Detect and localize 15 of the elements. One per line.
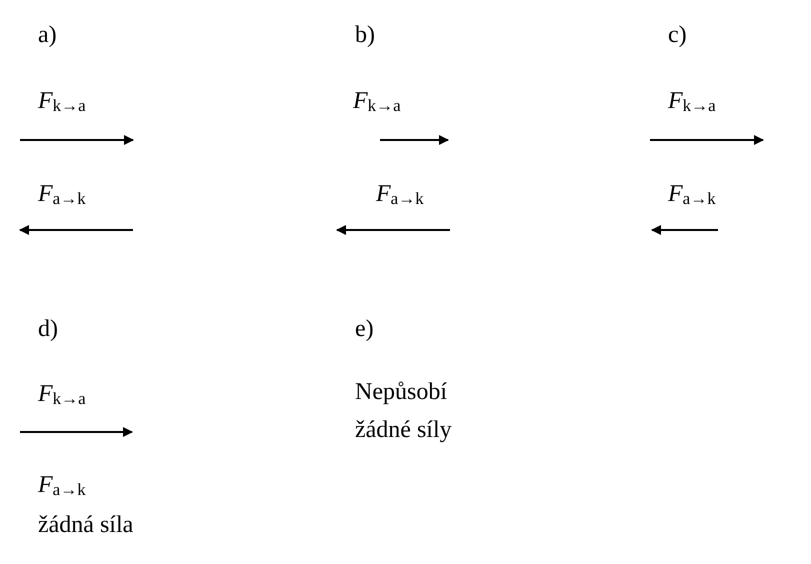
option-letter: e) <box>355 315 374 344</box>
force-label: F$_{a→k}$ <box>38 471 86 501</box>
answer-text: Nepůsobí žádné síly <box>355 378 453 445</box>
force-label: F$_{k→a}$ <box>353 87 401 117</box>
force-label: F$_{a→k}$ <box>668 180 716 210</box>
force-label: F$_{a→k}$ <box>376 180 424 210</box>
option-letter: b) <box>355 21 375 50</box>
option-letter: a) <box>38 21 57 50</box>
answer-text: žádná síla <box>38 511 134 540</box>
force-label: F$_{a→k}$ <box>38 180 86 210</box>
option-letter: c) <box>668 21 687 50</box>
option-letter: d) <box>38 315 58 344</box>
force-label: F$_{k→a}$ <box>38 380 86 410</box>
force-label: F$_{k→a}$ <box>38 87 86 117</box>
force-label: F$_{k→a}$ <box>668 87 716 117</box>
